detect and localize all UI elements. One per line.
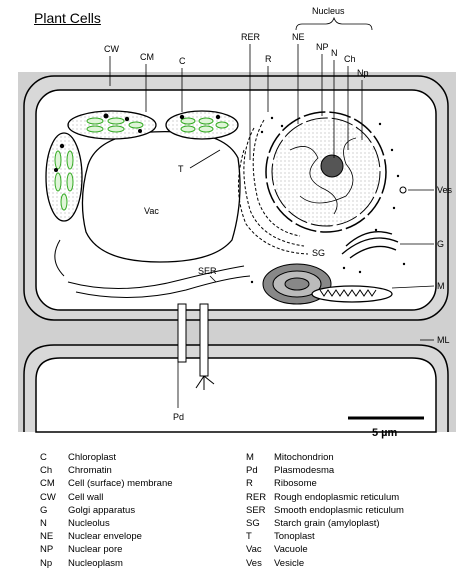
legend-abbr: N [40, 518, 47, 529]
label-c: C [179, 56, 186, 66]
scale-label: 5 µm [372, 427, 398, 439]
lower-cell-interior [35, 357, 437, 433]
legend-definition: Nuclear envelope [68, 531, 142, 543]
legend-definition: Mitochondrion [274, 452, 334, 463]
label-ch: Ch [344, 54, 356, 64]
chloroplast-2 [165, 110, 239, 140]
label-ne: NE [292, 32, 305, 42]
legend-abbr: Vac [246, 544, 262, 556]
rough-er [237, 119, 309, 255]
legend-definition: Vesicle [274, 557, 305, 569]
legend-abbr: SER [246, 504, 266, 516]
chloroplast-3 [45, 132, 83, 222]
plasmodesma-1 [177, 303, 187, 363]
legend-definition: Chromatin [68, 465, 112, 477]
legend-abbr: NE [40, 531, 54, 543]
legend-definition: Plasmodesma [274, 465, 335, 477]
ribosomes [250, 116, 406, 284]
vesicle [399, 186, 407, 194]
smooth-er [54, 239, 251, 299]
label-cm: CM [140, 52, 154, 62]
legend-definition: Nuclear pore [68, 544, 123, 556]
legend-abbr: T [246, 531, 252, 543]
label-r: R [265, 54, 272, 64]
vacuole [81, 130, 241, 263]
legend-definition: Starch grain (amyloplast) [274, 518, 380, 529]
legend-definition: Ribosome [274, 478, 317, 490]
legend-definition: Rough endoplasmic reticulum [274, 491, 400, 503]
legend-abbr: Ch [40, 465, 53, 477]
mitochondrion [311, 285, 393, 303]
legend-definition: Tonoplast [274, 531, 315, 543]
label-sg: SG [312, 248, 325, 258]
chloroplast-1 [67, 110, 157, 140]
golgi-apparatus [341, 231, 399, 259]
legend-definition: Cell wall [68, 491, 104, 503]
legend-definition: Nucleoplasm [68, 557, 123, 569]
label-ves: Ves [437, 185, 453, 195]
nucleus [265, 111, 387, 233]
label-pd: Pd [173, 412, 184, 422]
legend-abbr: R [246, 478, 253, 490]
legend-abbr: M [246, 452, 254, 463]
plant-cell-diagram: CW CM C RER R Nucleus NE NP N Ch Np T Va… [18, 6, 456, 439]
legend-definition: Cell (surface) membrane [68, 478, 173, 490]
label-g: G [437, 239, 444, 249]
plasmodesma-2 [199, 303, 209, 377]
legend-definition: Vacuole [274, 544, 308, 556]
legend-definition: Nucleolus [68, 518, 110, 529]
label-ser: SER [198, 266, 217, 276]
legend-abbr: Np [40, 557, 53, 569]
legend-abbr: SG [246, 518, 260, 529]
label-np-plasm: Np [357, 68, 369, 78]
diagram-title: Plant Cells [34, 10, 101, 26]
label-np-pore: NP [316, 42, 329, 52]
legend-abbr: RER [246, 491, 267, 503]
legend-definition: Golgi apparatus [68, 504, 136, 516]
label-n: N [331, 48, 338, 58]
label-rer: RER [241, 32, 261, 42]
label-vac: Vac [144, 206, 159, 216]
label-ml: ML [437, 335, 450, 345]
legend-abbr: CW [40, 491, 56, 503]
legend-definition: Chloroplast [68, 452, 117, 463]
label-m: M [437, 281, 445, 291]
legend-abbr: NP [40, 544, 54, 556]
legend-abbr: Pd [246, 465, 258, 477]
plasmodesma-branch [195, 375, 215, 390]
label-nucleus: Nucleus [312, 6, 345, 16]
label-cw: CW [104, 44, 119, 54]
leader-lines [109, 16, 435, 408]
legend-definition: Smooth endoplasmic reticulum [274, 504, 404, 516]
legend-abbr: C [40, 452, 47, 463]
legend-abbr: CM [40, 478, 55, 490]
legend-abbr: Ves [246, 557, 262, 569]
label-t: T [178, 164, 184, 174]
legend-abbr: G [40, 504, 48, 516]
